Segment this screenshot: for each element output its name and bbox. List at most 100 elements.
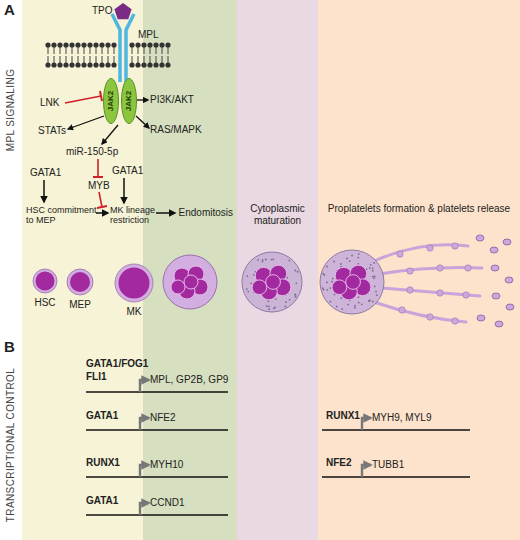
lipid-tail — [156, 56, 157, 63]
lipid-tail — [60, 47, 61, 54]
proplatelet-bead — [397, 251, 403, 257]
granule — [369, 300, 371, 302]
granule — [257, 259, 259, 261]
granule — [372, 270, 374, 272]
lipid-tail — [132, 47, 133, 54]
granule — [330, 287, 332, 289]
lipid-head — [87, 62, 92, 67]
label-text: LNK — [40, 97, 59, 109]
cell-nucleus — [70, 272, 90, 292]
lipid-head — [129, 62, 134, 67]
granule — [357, 263, 359, 265]
granule — [266, 305, 268, 307]
granule — [253, 274, 255, 276]
cell-circle: MEP — [64, 268, 96, 318]
granule — [322, 273, 324, 275]
progression-arrow — [96, 212, 108, 214]
granule — [294, 270, 296, 272]
lipid-head — [159, 62, 164, 67]
granule — [374, 276, 376, 278]
cell-nucleus — [36, 272, 55, 291]
lipid-tail — [138, 47, 139, 54]
lipid-head — [129, 42, 134, 47]
granule — [327, 289, 329, 291]
nuclear-lobe — [252, 280, 267, 295]
cell-shape — [30, 268, 60, 294]
granule — [336, 306, 338, 308]
label-text: NFE2 — [150, 412, 176, 424]
mpl-receptor — [126, 14, 134, 82]
nuclear-lobes — [171, 265, 371, 300]
granule — [368, 300, 370, 302]
lipid-tail — [138, 56, 139, 63]
lipid-head — [141, 62, 146, 67]
granule — [246, 288, 248, 290]
signal-arrow — [137, 99, 148, 100]
granule — [332, 278, 334, 280]
granule — [354, 305, 356, 307]
inhibition-bar — [100, 91, 102, 101]
granule — [351, 255, 353, 257]
granule — [295, 294, 297, 296]
proplatelet-bead — [452, 243, 458, 249]
lipid-head — [63, 42, 68, 47]
gene-baseline — [322, 476, 470, 478]
granule — [340, 297, 342, 299]
proplatelet-bead — [437, 290, 443, 296]
granule — [268, 308, 270, 310]
lipid-tail — [114, 47, 115, 54]
granule — [268, 305, 270, 307]
lipid-head — [105, 42, 110, 47]
inhibition-line — [97, 159, 99, 176]
factor-name: GATA1/FOG1 — [86, 358, 148, 370]
granule — [358, 302, 360, 304]
granule — [274, 306, 276, 308]
kinase-ellipse-shape — [104, 79, 119, 124]
granule — [369, 267, 371, 269]
platelet — [491, 265, 499, 271]
granule — [375, 291, 377, 293]
regulation-arrow — [43, 180, 45, 202]
lipid-head — [45, 42, 50, 47]
granule — [285, 301, 287, 303]
granule — [262, 261, 264, 263]
lipid-tail — [66, 56, 67, 63]
platelet — [490, 247, 498, 253]
kinase-name: JAK2 — [124, 91, 133, 111]
lipid-tail — [78, 47, 79, 54]
lipid-head — [99, 62, 104, 67]
factor-name: GATA1 — [86, 410, 118, 422]
lipid-tail — [90, 47, 91, 54]
lipid-head — [69, 62, 74, 67]
lipid-head — [135, 42, 140, 47]
label-text: MK lineage restriction — [110, 205, 158, 226]
lipid-head — [51, 62, 56, 67]
proplatelet-bead — [437, 265, 443, 271]
gene-baseline — [86, 514, 228, 516]
factor-name: RUNX1 — [326, 410, 360, 422]
granule — [372, 267, 374, 269]
lipid-tail — [132, 56, 133, 63]
granule — [330, 301, 332, 303]
factor-name: FLI1 — [86, 371, 107, 383]
lipid-tail — [150, 56, 151, 63]
proplatelet-bead — [427, 314, 433, 320]
lipid-head — [147, 42, 152, 47]
lipid-head — [99, 42, 104, 47]
granule — [372, 276, 374, 278]
panel-letter: A — [4, 1, 15, 18]
kinase-ellipse: JAK2 — [103, 78, 119, 124]
granule — [373, 262, 375, 264]
platelet — [503, 239, 511, 245]
granule — [372, 301, 374, 303]
label-text: MYH10 — [150, 459, 183, 471]
granule — [357, 257, 359, 259]
factor-name: GATA1 — [86, 495, 118, 507]
label-text: miR-150-5p — [66, 146, 118, 158]
lipid-tail — [168, 56, 169, 63]
proplatelet-bead — [427, 245, 433, 251]
proplatelet-bead — [407, 268, 413, 274]
granule — [349, 260, 351, 262]
inhibition-bar — [93, 176, 103, 178]
